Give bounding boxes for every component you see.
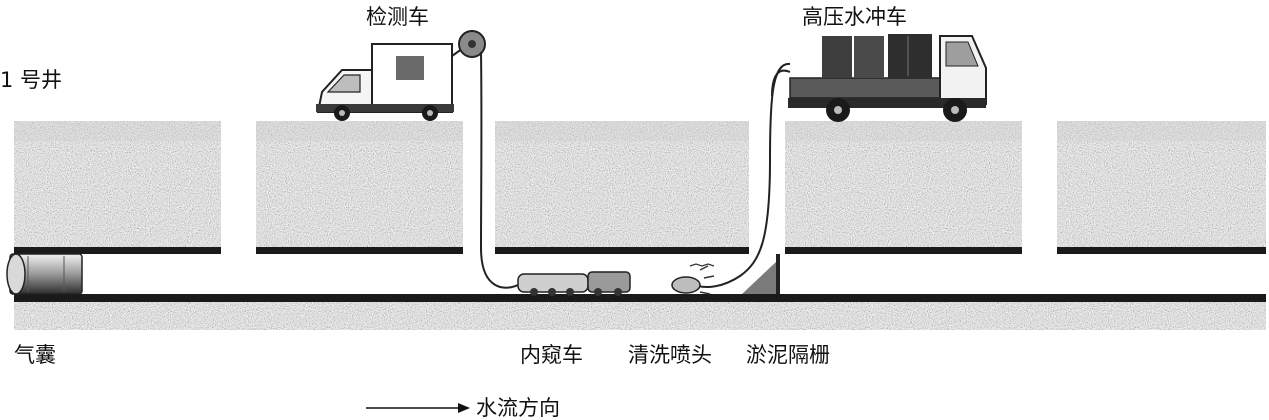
crawler-robot-label: 内窥车 bbox=[520, 343, 583, 367]
cleaning-nozzle-label: 清洗喷头 bbox=[628, 343, 712, 367]
flow-direction-label: 水流方向 bbox=[476, 396, 560, 420]
manhole-1-label: 1 号井 bbox=[0, 68, 62, 92]
sludge-barrier bbox=[742, 254, 780, 294]
ground-block-3 bbox=[495, 121, 749, 254]
ground-blocks bbox=[14, 121, 1266, 254]
sludge-barrier-label: 淤泥隔栅 bbox=[746, 343, 830, 367]
flow-direction-arrow bbox=[366, 403, 470, 413]
ground-block-2 bbox=[256, 121, 463, 254]
crawler-robot bbox=[517, 271, 631, 296]
flushing-hose bbox=[697, 62, 791, 288]
inspection-vehicle-label: 检测车 bbox=[366, 5, 429, 29]
ground-block-4 bbox=[785, 121, 1022, 254]
ground-block-1 bbox=[14, 121, 221, 254]
cleaning-nozzle bbox=[671, 263, 715, 295]
ground-block-5 bbox=[1057, 121, 1266, 254]
air-bag bbox=[6, 253, 83, 295]
inspection-cable bbox=[479, 51, 521, 289]
high-pressure-truck-label: 高压水冲车 bbox=[802, 5, 907, 29]
pipe-bottom bbox=[14, 294, 1266, 330]
inspection-van bbox=[316, 30, 486, 121]
air-bag-label: 气囊 bbox=[14, 343, 56, 367]
flush-truck bbox=[771, 34, 987, 122]
